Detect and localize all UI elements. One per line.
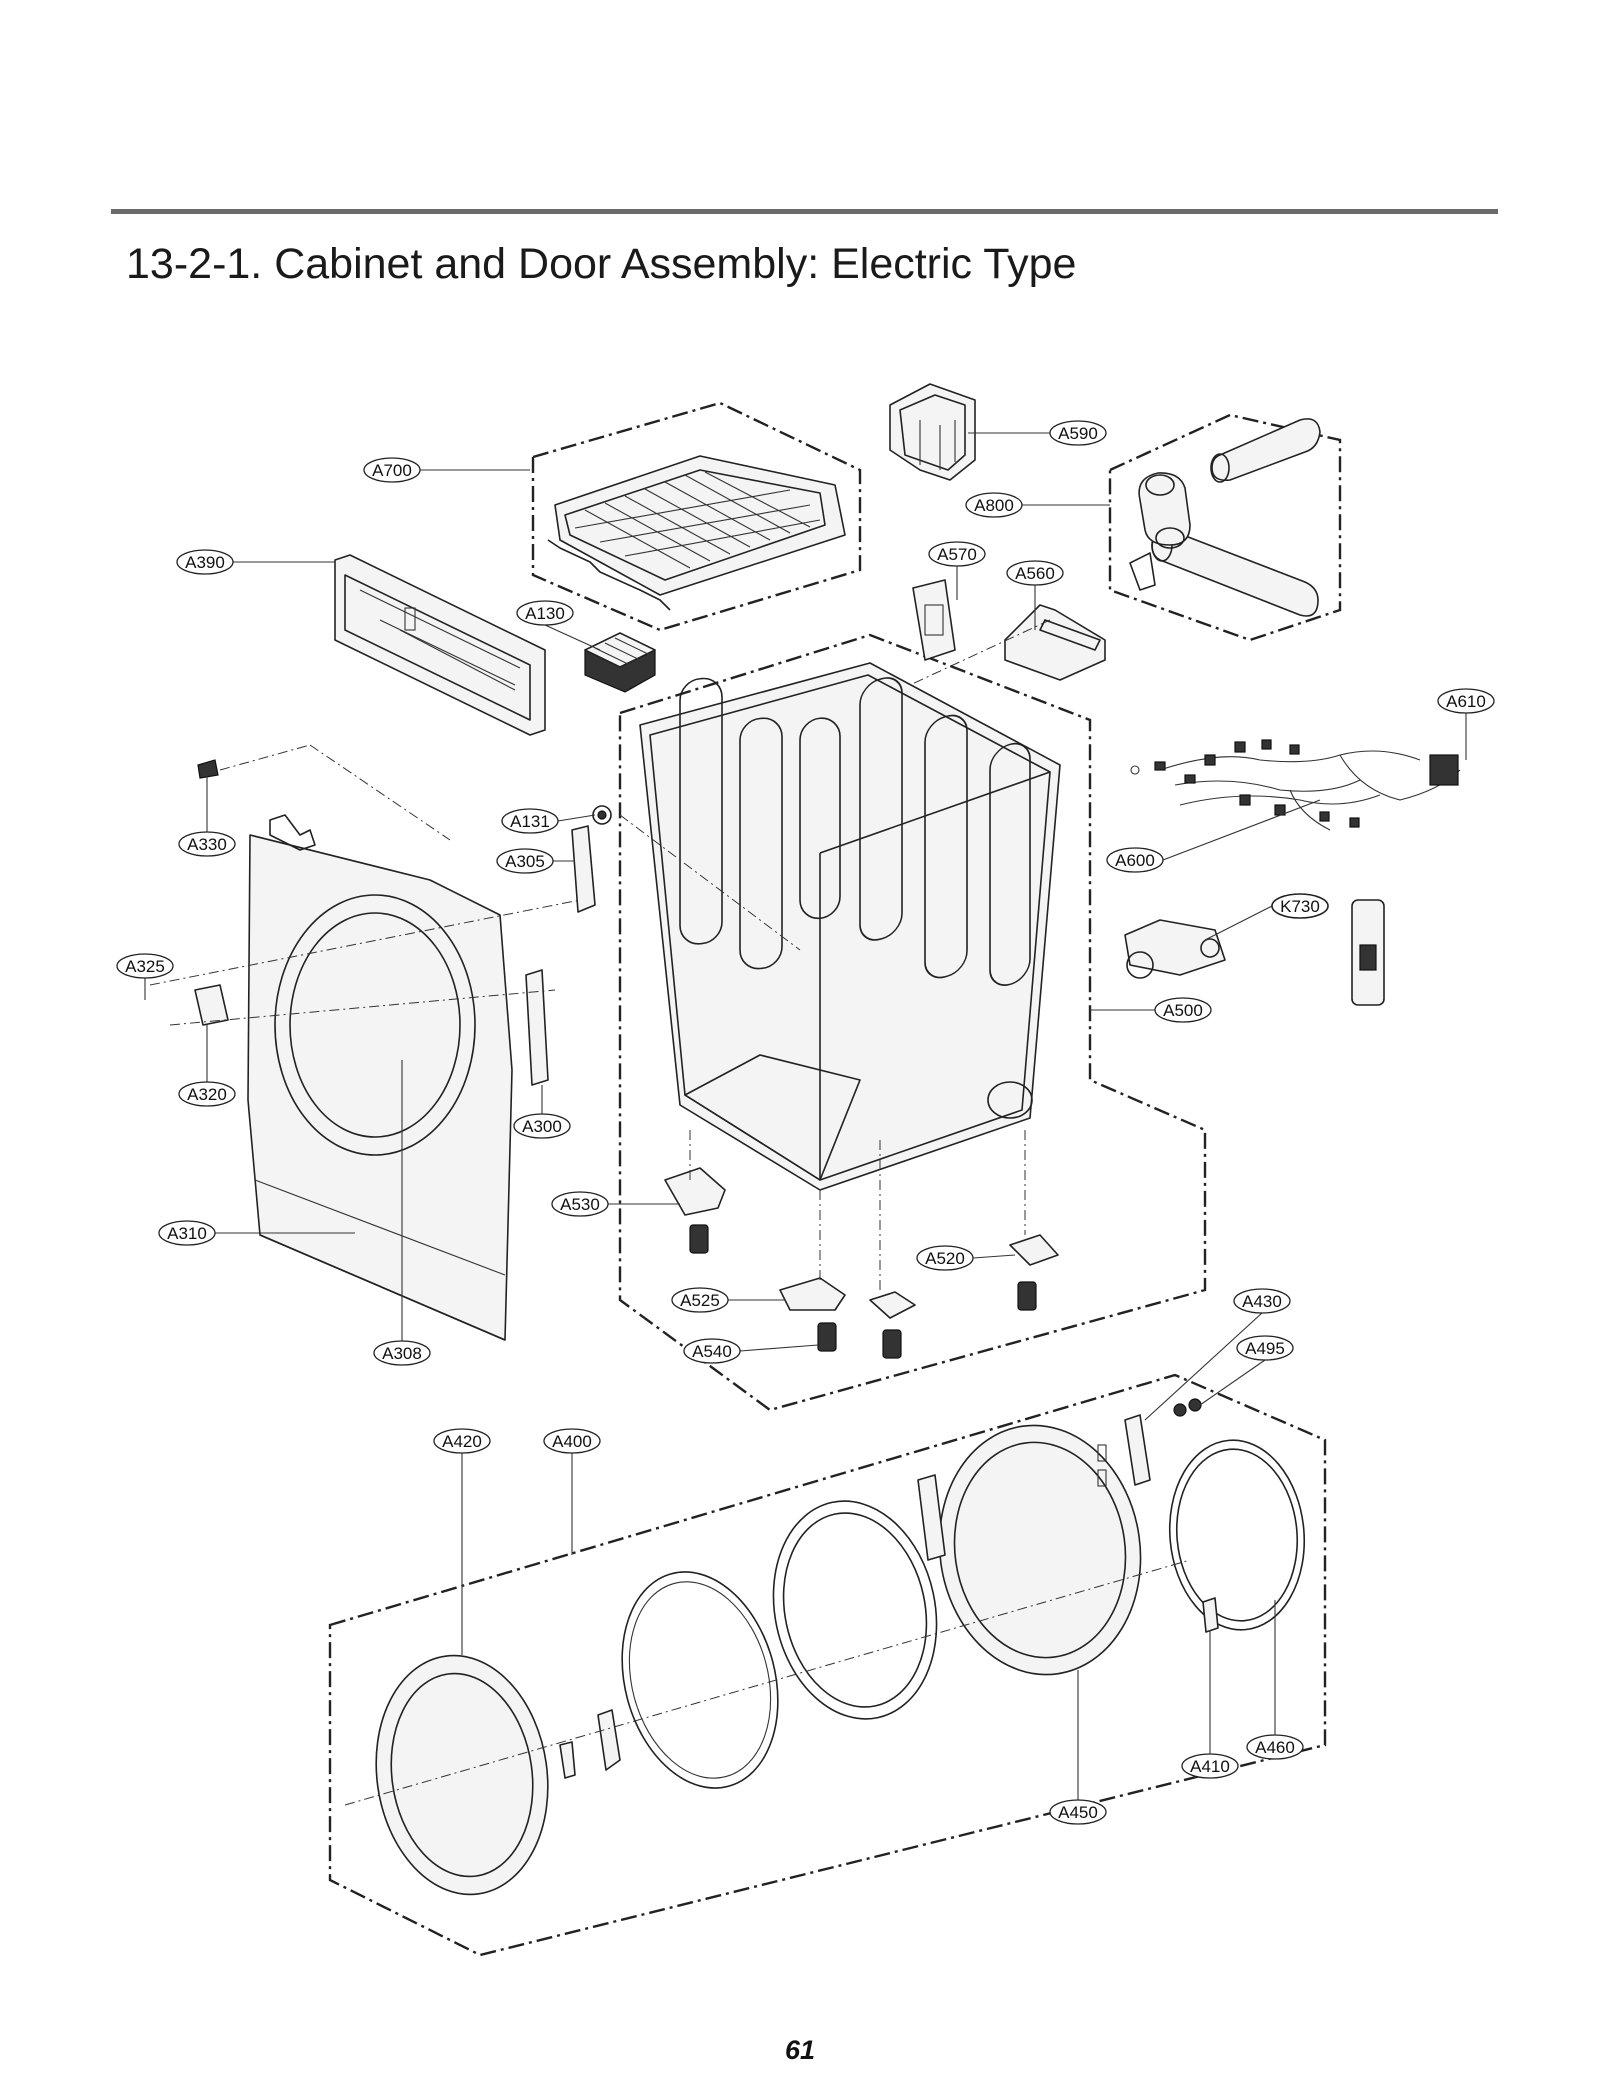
door-hinge-screw-part <box>1173 1398 1202 1417</box>
top-tray-part <box>547 455 846 611</box>
cabinet-group-boundary <box>618 633 1207 1412</box>
svg-text:A520: A520 <box>925 1249 965 1268</box>
callout-A430: A430 <box>1144 1288 1291 1421</box>
svg-text:A570: A570 <box>937 545 977 564</box>
motor-part <box>1124 919 1226 979</box>
svg-text:A410: A410 <box>1190 1757 1230 1776</box>
svg-text:A600: A600 <box>1115 851 1155 870</box>
page-title: 13-2-1. Cabinet and Door Assembly: Elect… <box>126 240 1077 288</box>
door-lock-part <box>1351 899 1385 1006</box>
svg-text:A320: A320 <box>187 1085 227 1104</box>
callout-A310: A310 <box>158 1220 355 1246</box>
door-hinge-part <box>1097 1414 1219 1633</box>
callout-A330: A330 <box>178 775 236 857</box>
door-inner-frame-part <box>917 1424 1142 1676</box>
svg-text:A500: A500 <box>1163 1001 1203 1020</box>
door-glass-part <box>621 1571 779 1789</box>
callout-A400: A400 <box>543 1428 601 1555</box>
callout-A560: A560 <box>1006 560 1064 630</box>
svg-text:A308: A308 <box>382 1344 422 1363</box>
callout-A320: A320 <box>178 1025 236 1107</box>
svg-text:A525: A525 <box>680 1291 720 1310</box>
callout-A530: A530 <box>551 1191 680 1217</box>
callout-A450: A450 <box>1049 1670 1107 1825</box>
svg-text:A131: A131 <box>510 812 550 831</box>
top-cover-group-boundary <box>531 401 862 632</box>
callouts: A590 A700 A800 A390 A570 A560 <box>116 420 1495 1825</box>
callout-A590: A590 <box>968 420 1107 446</box>
leveling-leg-part <box>689 1224 1037 1359</box>
svg-text:A495: A495 <box>1245 1339 1285 1358</box>
svg-text:A460: A460 <box>1255 1738 1295 1757</box>
callout-K730: K730 <box>1204 893 1329 941</box>
callout-A460: A460 <box>1246 1600 1304 1760</box>
svg-text:A300: A300 <box>522 1117 562 1136</box>
callout-A540: A540 <box>683 1338 819 1364</box>
duct-guide-part <box>1004 604 1106 681</box>
svg-text:A130: A130 <box>525 604 565 623</box>
callout-A495: A495 <box>1199 1335 1294 1406</box>
wire-harness-part <box>1130 739 1461 831</box>
hinge-clip-part <box>197 759 219 779</box>
callout-A308: A308 <box>373 1060 431 1366</box>
svg-text:A590: A590 <box>1058 424 1098 443</box>
duct-pipe-part <box>1129 418 1321 617</box>
svg-text:A325: A325 <box>125 957 165 976</box>
svg-text:A540: A540 <box>692 1342 732 1361</box>
leg-bracket-part <box>664 1167 1059 1319</box>
svg-text:K730: K730 <box>1280 897 1320 916</box>
callout-A305: A305 <box>496 848 575 874</box>
grommet-part <box>592 805 612 825</box>
duct-group-boundary <box>1108 413 1342 642</box>
svg-text:A400: A400 <box>552 1432 592 1451</box>
svg-text:A310: A310 <box>167 1224 207 1243</box>
callout-A610: A610 <box>1437 688 1495 760</box>
door-gasket-part <box>1168 1439 1306 1631</box>
exhaust-duct-bracket-part <box>889 383 976 481</box>
sensor-cover-part <box>912 579 956 661</box>
door-handle-part <box>559 1709 621 1779</box>
callout-A525: A525 <box>671 1287 785 1313</box>
callout-A500: A500 <box>1090 997 1212 1023</box>
svg-text:A800: A800 <box>974 496 1014 515</box>
svg-text:A560: A560 <box>1015 564 1055 583</box>
header-rule <box>111 209 1498 214</box>
door-group-boundary <box>328 1373 1327 1957</box>
door-outer-ring-part <box>375 1654 549 1896</box>
hinge-bracket-upper-part <box>571 825 596 913</box>
callout-A325: A325 <box>116 953 174 1000</box>
svg-text:A530: A530 <box>560 1195 600 1214</box>
svg-text:A305: A305 <box>505 852 545 871</box>
cabinet-part <box>639 662 1061 1191</box>
bracket-support-part <box>194 984 229 1026</box>
callout-A700: A700 <box>363 457 530 483</box>
svg-text:A430: A430 <box>1242 1292 1282 1311</box>
svg-text:A330: A330 <box>187 835 227 854</box>
control-panel-bracket-part <box>334 554 546 736</box>
callout-A570: A570 <box>928 541 986 600</box>
svg-text:A420: A420 <box>442 1432 482 1451</box>
control-box-part <box>584 632 656 693</box>
svg-text:A610: A610 <box>1446 692 1486 711</box>
callout-A130: A130 <box>516 600 601 651</box>
callout-A131: A131 <box>501 808 596 834</box>
assembly-guide-lines <box>149 619 1191 1806</box>
svg-text:A390: A390 <box>185 553 225 572</box>
door-inner-glass-part <box>772 1500 938 1720</box>
hinge-bracket-lower-part <box>525 969 549 1086</box>
callout-A390: A390 <box>176 549 335 575</box>
front-panel-part <box>247 814 513 1341</box>
callout-A600: A600 <box>1106 799 1321 873</box>
callout-A520: A520 <box>916 1245 1016 1271</box>
svg-text:A700: A700 <box>372 461 412 480</box>
callout-A410: A410 <box>1181 1630 1239 1779</box>
callout-A800: A800 <box>965 492 1110 518</box>
callout-A300: A300 <box>513 1085 571 1139</box>
callout-A420: A420 <box>433 1428 491 1655</box>
svg-text:A450: A450 <box>1058 1803 1098 1822</box>
page-number: 61 <box>784 2035 816 2065</box>
